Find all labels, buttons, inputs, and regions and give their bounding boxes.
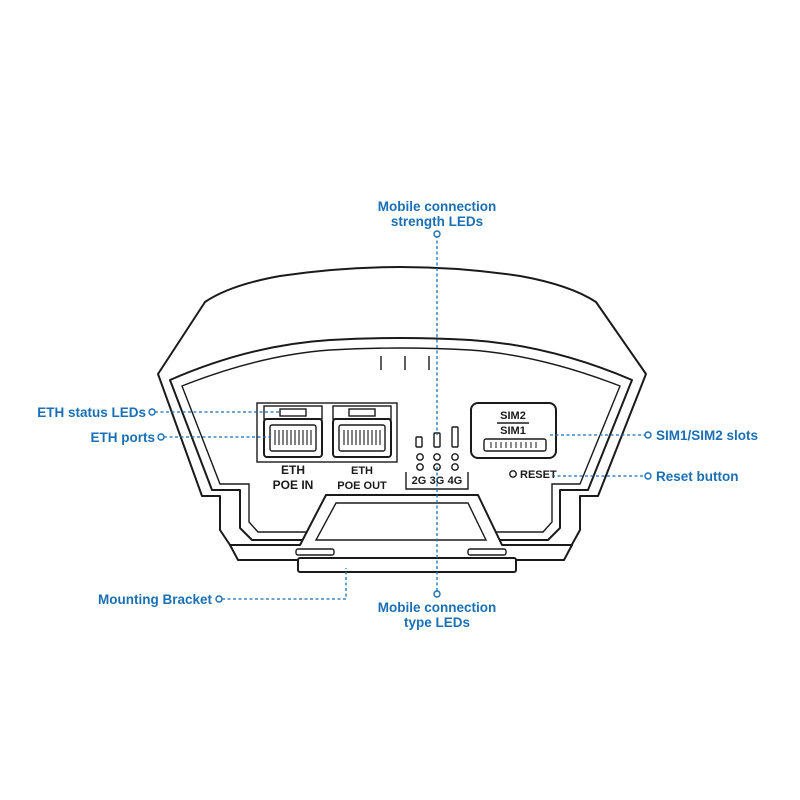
led-2g-label: 2G xyxy=(412,475,427,487)
router-body xyxy=(157,266,647,561)
eth-ports-callout: ETH ports xyxy=(90,430,155,445)
sim2-label: SIM2 xyxy=(500,410,526,422)
port2-label-line2: POE OUT xyxy=(337,480,387,492)
port2-label-line1: ETH xyxy=(351,465,373,477)
port1-label-line2: POE IN xyxy=(273,478,314,492)
strength-leds-callout-line2: strength LEDs xyxy=(391,214,483,229)
reset-button[interactable]: RESET xyxy=(509,469,557,481)
strength-led-1 xyxy=(415,436,423,448)
mounting-bracket-callout: Mounting Bracket xyxy=(98,592,213,607)
type-led-3g xyxy=(433,453,441,461)
eth-port-panel: ETH POE IN ETH POE OUT xyxy=(256,402,398,492)
sim-slot-tray[interactable]: SIM2 SIM1 xyxy=(470,402,557,459)
eth-status-leds-callout: ETH status LEDs xyxy=(37,405,146,420)
type-led-2g xyxy=(416,453,424,461)
port1-label-line1: ETH xyxy=(281,463,305,477)
strength-led-3 xyxy=(451,426,459,448)
type-led-4g xyxy=(451,453,459,461)
led-4g-label: 4G xyxy=(448,475,463,487)
reset-label: RESET xyxy=(520,469,557,481)
type-leds-callout-line2: type LEDs xyxy=(404,615,470,630)
eth-port-poe-out[interactable] xyxy=(332,405,392,458)
mounting-bracket xyxy=(297,557,517,573)
sim-slots-callout: SIM1/SIM2 slots xyxy=(656,428,758,443)
sim1-label: SIM1 xyxy=(500,425,526,437)
strength-leds-callout-line1: Mobile connection xyxy=(378,199,497,214)
leader-lines xyxy=(148,230,652,603)
eth-port-poe-in[interactable] xyxy=(263,405,323,458)
type-leds-callout-line1: Mobile connection xyxy=(378,600,497,615)
reset-button-callout: Reset button xyxy=(656,469,739,484)
